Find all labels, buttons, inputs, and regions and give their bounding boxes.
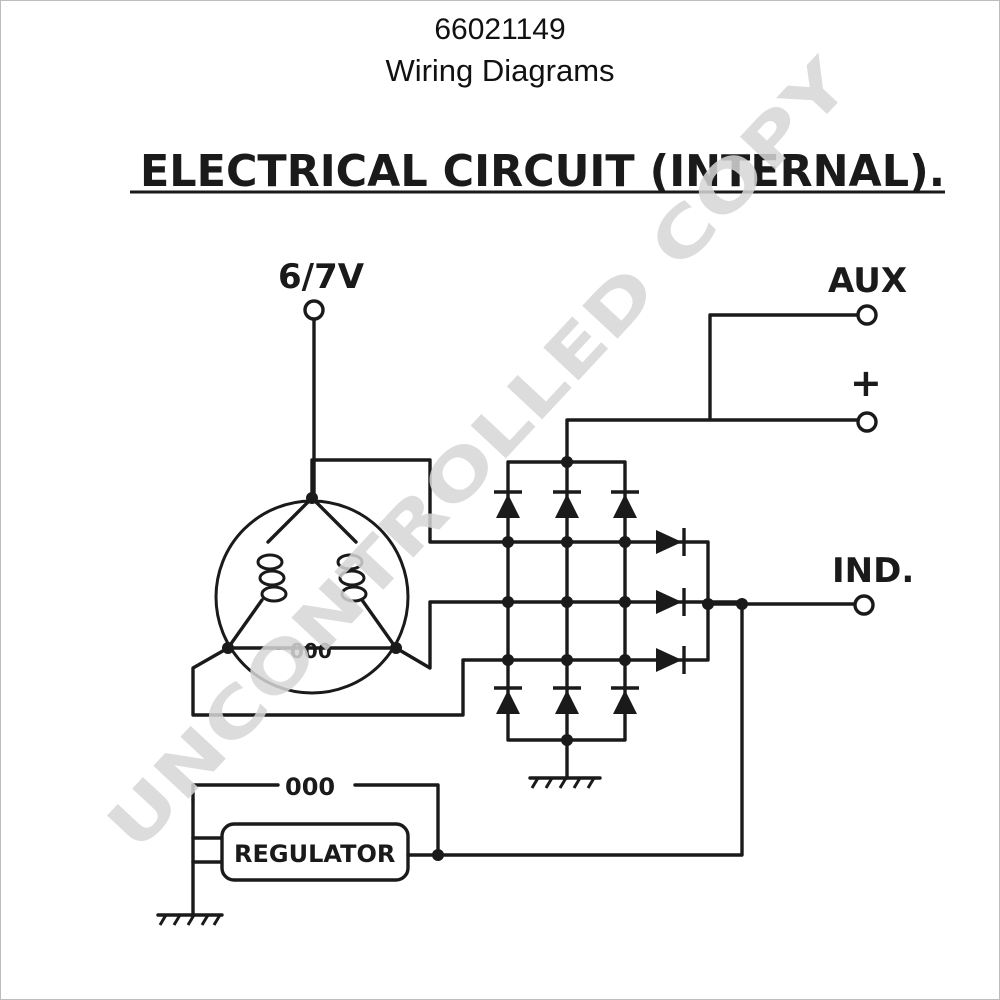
diode-upper-2 (553, 490, 581, 518)
positive-wire (565, 418, 860, 464)
regulator-box (220, 822, 410, 882)
rectifier-junctions (502, 456, 748, 746)
phase-b-wire (394, 600, 742, 670)
field-diode-1 (656, 528, 686, 556)
aux-wire (708, 313, 860, 420)
regulator-leads (191, 836, 224, 864)
field-diode-2 (656, 588, 686, 616)
regulator-node (432, 849, 444, 861)
diode-lower-3 (611, 686, 639, 714)
ind-label: IND. (832, 551, 914, 591)
winding-top-leads (266, 496, 358, 544)
winding-side-leads (226, 598, 398, 650)
stator-coil-left (256, 553, 288, 603)
ind-to-regulator-wire (436, 602, 744, 857)
voltage-terminal (303, 299, 325, 321)
aux-label: AUX (828, 261, 907, 301)
circuit-title: ELECTRICAL CIRCUIT (INTERNAL). (140, 146, 945, 197)
rectifier-ground-icon (528, 776, 602, 789)
phase-a-wire (310, 458, 627, 544)
field-coil: 000 (285, 773, 335, 801)
plus-label: + (850, 361, 882, 405)
diode-upper-3 (611, 490, 639, 518)
part-number: 66021149 (434, 13, 566, 46)
header: 66021149 Wiring Diagrams (0, 10, 1000, 92)
aux-terminal (856, 304, 878, 326)
diode-lower-2 (553, 686, 581, 714)
page-subtitle: Wiring Diagrams (385, 53, 615, 88)
regulator-ground-icon (156, 913, 224, 926)
phase-c-wire (191, 646, 627, 717)
stator-coil-bottom: 000 (290, 639, 332, 663)
diode-upper-1 (494, 490, 522, 518)
voltage-label: 6/7V (278, 257, 365, 297)
stator-coil-right (336, 553, 368, 603)
ind-terminal (853, 594, 875, 616)
regulator-label: REGULATOR (234, 840, 395, 868)
field-coil-wire (191, 783, 440, 857)
field-diode-3 (656, 646, 686, 674)
positive-terminal (856, 411, 878, 433)
diode-lower-1 (494, 686, 522, 714)
